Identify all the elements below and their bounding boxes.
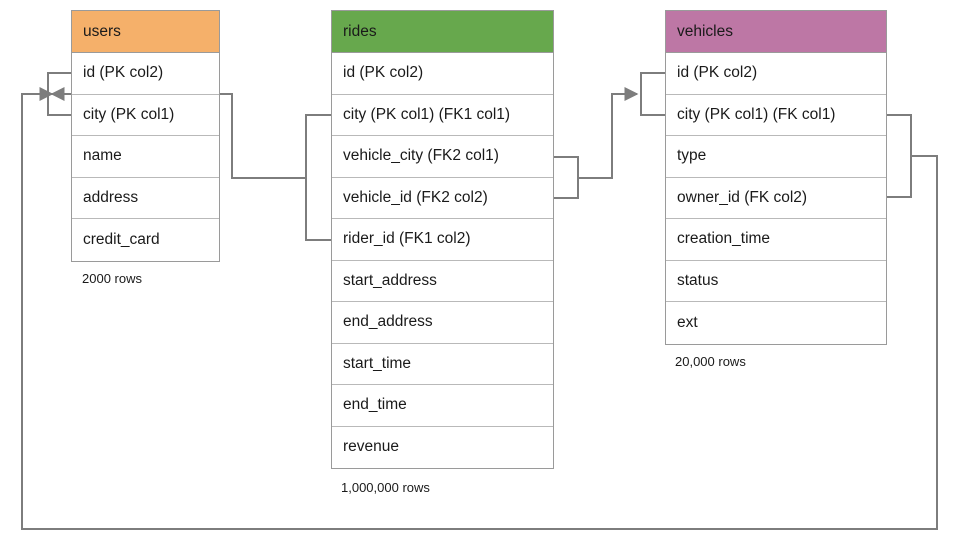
table-rides-row[interactable]: rider_id (FK1 col2): [332, 219, 553, 261]
table-rides-row[interactable]: revenue: [332, 427, 553, 469]
rides-fk1-bracket: [305, 114, 331, 241]
table-rides-row[interactable]: start_time: [332, 344, 553, 385]
column-label: id (PK col2): [343, 64, 424, 82]
column-label: owner_id (FK col2): [677, 188, 808, 206]
column-label: end_time: [343, 396, 407, 414]
table-vehicles-row[interactable]: owner_id (FK col2): [666, 178, 886, 219]
column-label: id (PK col2): [677, 64, 758, 82]
column-label: revenue: [343, 438, 400, 456]
table-vehicles-row[interactable]: id (PK col2): [666, 53, 886, 95]
column-label: city (PK col1) (FK col1): [677, 105, 836, 123]
table-rides-header: rides: [332, 11, 553, 53]
table-users-row-count: 2000 rows: [82, 271, 142, 286]
table-rides-row[interactable]: city (PK col1) (FK1 col1): [332, 95, 553, 136]
table-vehicles-header: vehicles: [666, 11, 886, 53]
table-users-row[interactable]: city (PK col1): [72, 95, 219, 136]
column-label: vehicle_id (FK2 col2): [343, 188, 488, 206]
table-rides-row[interactable]: end_time: [332, 385, 553, 427]
fk2-rides-to-vehicles-line: [578, 87, 639, 179]
column-label: credit_card: [83, 230, 160, 248]
table-rides-row-count: 1,000,000 rows: [341, 480, 430, 495]
table-vehicles-row[interactable]: type: [666, 136, 886, 178]
column-label: type: [677, 147, 707, 165]
column-label: name: [83, 147, 122, 165]
table-vehicles-row[interactable]: ext: [666, 302, 886, 344]
column-label: start_time: [343, 354, 412, 372]
table-rides-title: rides: [343, 22, 377, 40]
column-label: vehicle_city (FK2 col1): [343, 147, 499, 165]
table-users-row[interactable]: credit_card: [72, 219, 219, 261]
column-label: id (PK col2): [83, 64, 164, 82]
column-label: start_address: [343, 271, 437, 289]
vehicles-fk-bracket: [887, 114, 912, 198]
table-users-header: users: [72, 11, 219, 53]
fk-vehicles-to-users-line: [21, 87, 938, 530]
column-label: status: [677, 271, 719, 289]
column-label: city (PK col1): [83, 105, 175, 123]
table-rides-row[interactable]: vehicle_city (FK2 col1): [332, 136, 553, 178]
column-label: city (PK col1) (FK1 col1): [343, 105, 511, 123]
table-vehicles-row[interactable]: city (PK col1) (FK col1): [666, 95, 886, 136]
table-rides-row[interactable]: vehicle_id (FK2 col2): [332, 178, 553, 219]
table-vehicles-row-count: 20,000 rows: [675, 354, 746, 369]
table-users-row[interactable]: address: [72, 178, 219, 219]
table-users-title: users: [83, 22, 121, 40]
table-vehicles-title: vehicles: [677, 22, 733, 40]
table-rides-row[interactable]: start_address: [332, 261, 553, 302]
table-vehicles-row[interactable]: status: [666, 261, 886, 302]
column-label: ext: [677, 313, 698, 331]
rides-fk2-bracket: [554, 156, 579, 199]
table-rides[interactable]: rides id (PK col2) city (PK col1) (FK1 c…: [331, 10, 554, 469]
column-label: end_address: [343, 313, 433, 331]
table-rides-row[interactable]: id (PK col2): [332, 53, 553, 95]
column-label: address: [83, 188, 139, 206]
table-users-row[interactable]: id (PK col2): [72, 53, 219, 95]
table-users-row[interactable]: name: [72, 136, 219, 178]
table-users[interactable]: users id (PK col2) city (PK col1) name a…: [71, 10, 220, 262]
vehicles-pk-bracket: [640, 72, 665, 116]
column-label: rider_id (FK1 col2): [343, 230, 471, 248]
table-rides-row[interactable]: end_address: [332, 302, 553, 344]
table-vehicles-row[interactable]: creation_time: [666, 219, 886, 261]
table-vehicles[interactable]: vehicles id (PK col2) city (PK col1) (FK…: [665, 10, 887, 345]
column-label: creation_time: [677, 230, 771, 248]
